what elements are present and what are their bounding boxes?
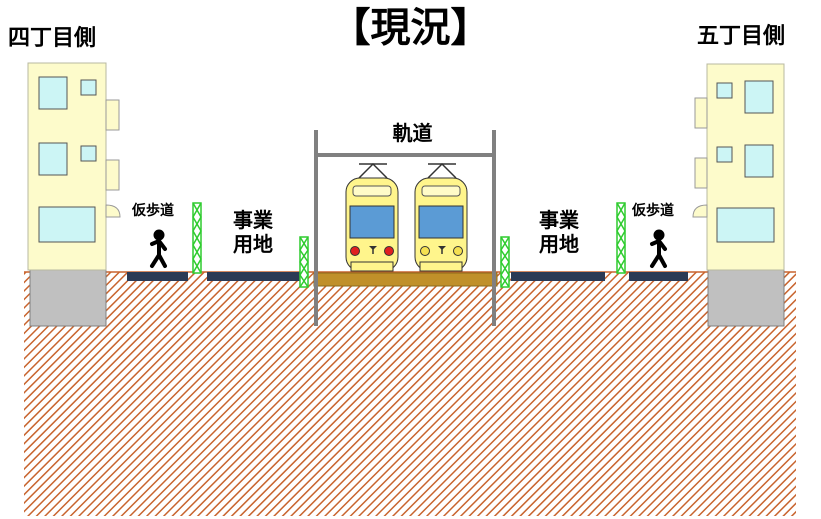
railway-label: 軌道 — [392, 121, 433, 145]
business-land-label-left: 事業 用地 — [223, 208, 283, 256]
fence-icon-right-outer — [616, 202, 626, 274]
fence-icon-left-inner — [299, 236, 309, 288]
pedestrian-icon-right — [650, 229, 667, 268]
fence-icon-left-outer — [192, 202, 202, 274]
business-land-left-line1: 事業 — [233, 208, 273, 232]
track-bed — [313, 272, 498, 287]
left-business-land — [207, 272, 302, 281]
tram-right-icon — [414, 162, 468, 272]
left-building-icon — [27, 62, 121, 327]
pedestrian-icon-left — [150, 229, 167, 268]
left-temp-walkway — [127, 272, 188, 281]
temp-walkway-label-right: 仮歩道 — [632, 203, 674, 219]
right-side-label: 五丁目側 — [697, 24, 786, 49]
business-land-right-line2: 用地 — [539, 232, 579, 256]
fence-icon-right-inner — [500, 236, 510, 288]
business-land-left-line2: 用地 — [233, 232, 273, 256]
right-business-land — [511, 272, 605, 281]
tram-left-icon — [345, 162, 399, 272]
business-land-label-right: 事業 用地 — [529, 208, 589, 256]
page-title: 【現況】 — [330, 5, 491, 51]
ground-hatch — [24, 272, 796, 516]
right-temp-walkway — [629, 272, 688, 281]
left-side-label: 四丁目側 — [8, 26, 97, 51]
right-building-icon — [692, 63, 785, 327]
business-land-right-line1: 事業 — [539, 208, 579, 232]
temp-walkway-label-left: 仮歩道 — [132, 203, 174, 219]
catenary-frame — [314, 130, 496, 326]
